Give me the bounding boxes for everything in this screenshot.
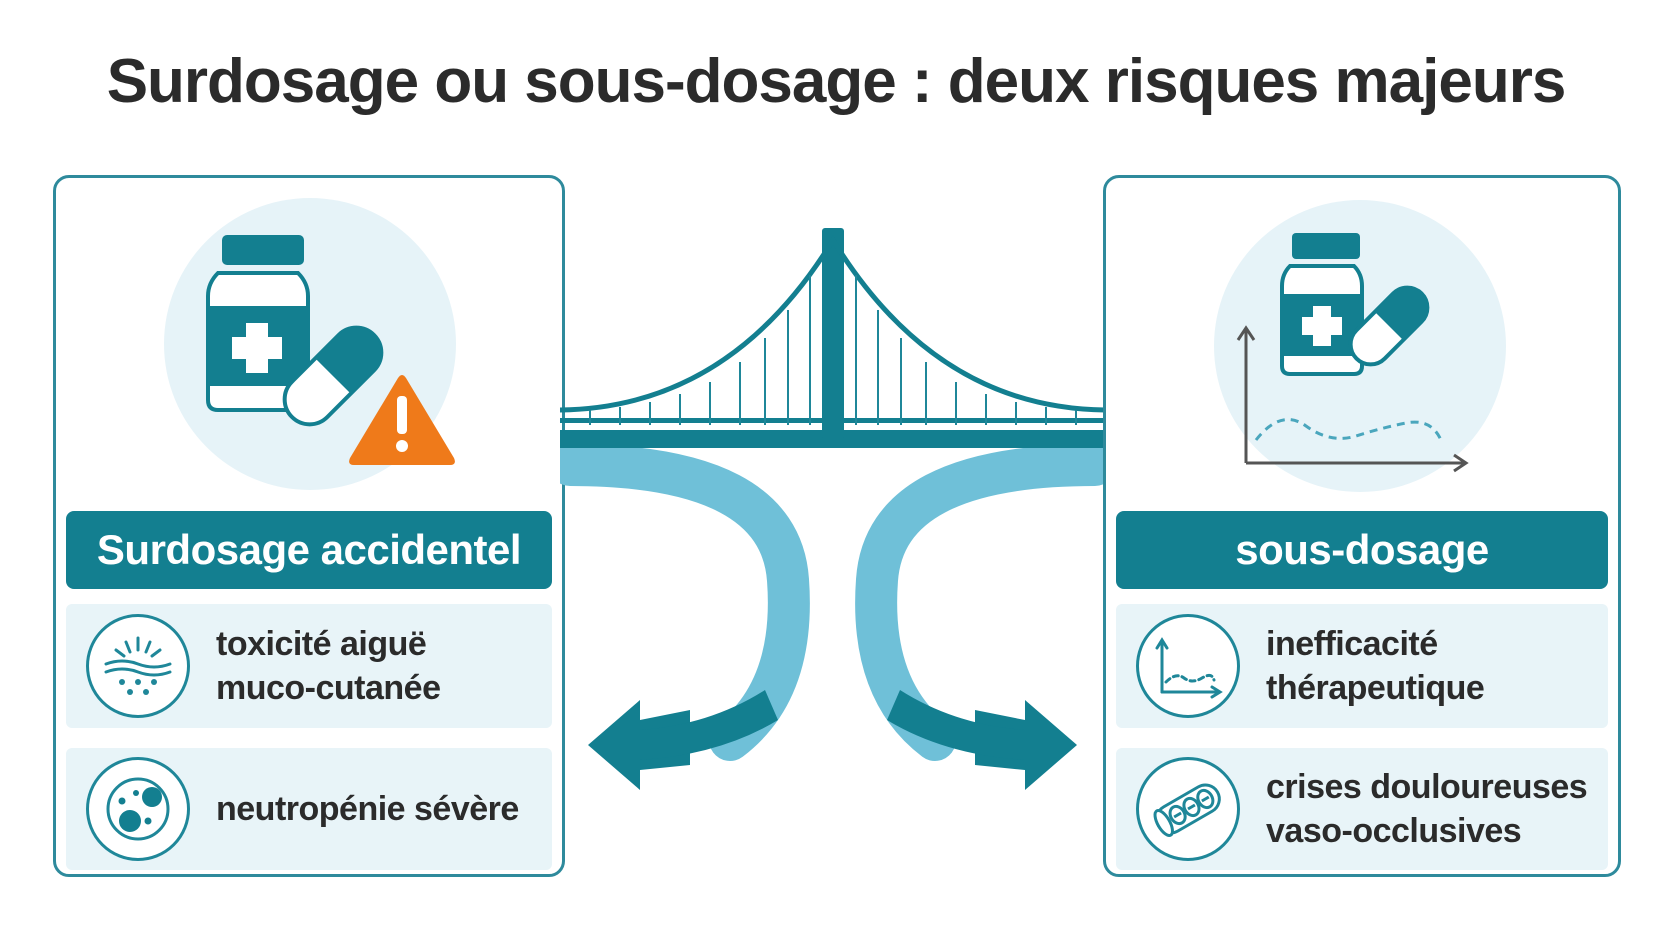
- neutrophil-cell-icon: [86, 757, 190, 861]
- medicine-bottle-icon: [206, 235, 310, 412]
- overdose-heading: Surdosage accidentel: [66, 511, 552, 589]
- overdose-hero-illustration: [206, 235, 455, 465]
- list-item-vaso-occlusive-crises: crises douloureuses vaso-occlusives: [1116, 748, 1608, 870]
- capsule-icon: [282, 325, 384, 427]
- flat-chart-icon: [1136, 614, 1240, 718]
- item-text-line: inefficacité: [1266, 625, 1438, 663]
- item-text-line: thérapeutique: [1266, 669, 1485, 707]
- page-title: Surdosage ou sous-dosage : deux risques …: [106, 47, 1567, 116]
- low-level-chart-icon: [1236, 325, 1469, 473]
- list-item-neutropenia: neutropénie sévère: [66, 748, 552, 870]
- item-text-line: neutropénie sévère: [216, 790, 519, 828]
- warning-icon: [349, 375, 455, 465]
- underdose-heading: sous-dosage: [1116, 511, 1608, 589]
- underdose-panel: sous-dosage inefficacité thérapeutique: [1103, 175, 1621, 877]
- list-item-therapeutic-failure: inefficacité thérapeutique: [1116, 604, 1608, 728]
- blood-vessel-occlusion-icon: [1136, 757, 1240, 861]
- item-text-line: muco-cutanée: [216, 669, 441, 707]
- underdose-hero-illustration: [1236, 233, 1469, 473]
- right-arrow-icon: [887, 690, 1077, 790]
- item-text-line: vaso-occlusives: [1266, 812, 1522, 850]
- bridge-icon: [560, 228, 1105, 448]
- list-item-acute-toxicity: toxicité aiguë muco-cutanée: [66, 604, 552, 728]
- item-text-line: toxicité aiguë: [216, 625, 427, 663]
- capsule-icon: [1348, 285, 1430, 367]
- item-text-line: crises douloureuses: [1266, 768, 1588, 806]
- skin-toxicity-icon: [86, 614, 190, 718]
- overdose-panel: Surdosage accidentel toxic: [53, 175, 565, 877]
- stream-shape: [560, 444, 1105, 761]
- left-arrow-icon: [588, 690, 778, 790]
- bridge-illustration: [560, 228, 1105, 790]
- medicine-bottle-icon: [1280, 233, 1364, 376]
